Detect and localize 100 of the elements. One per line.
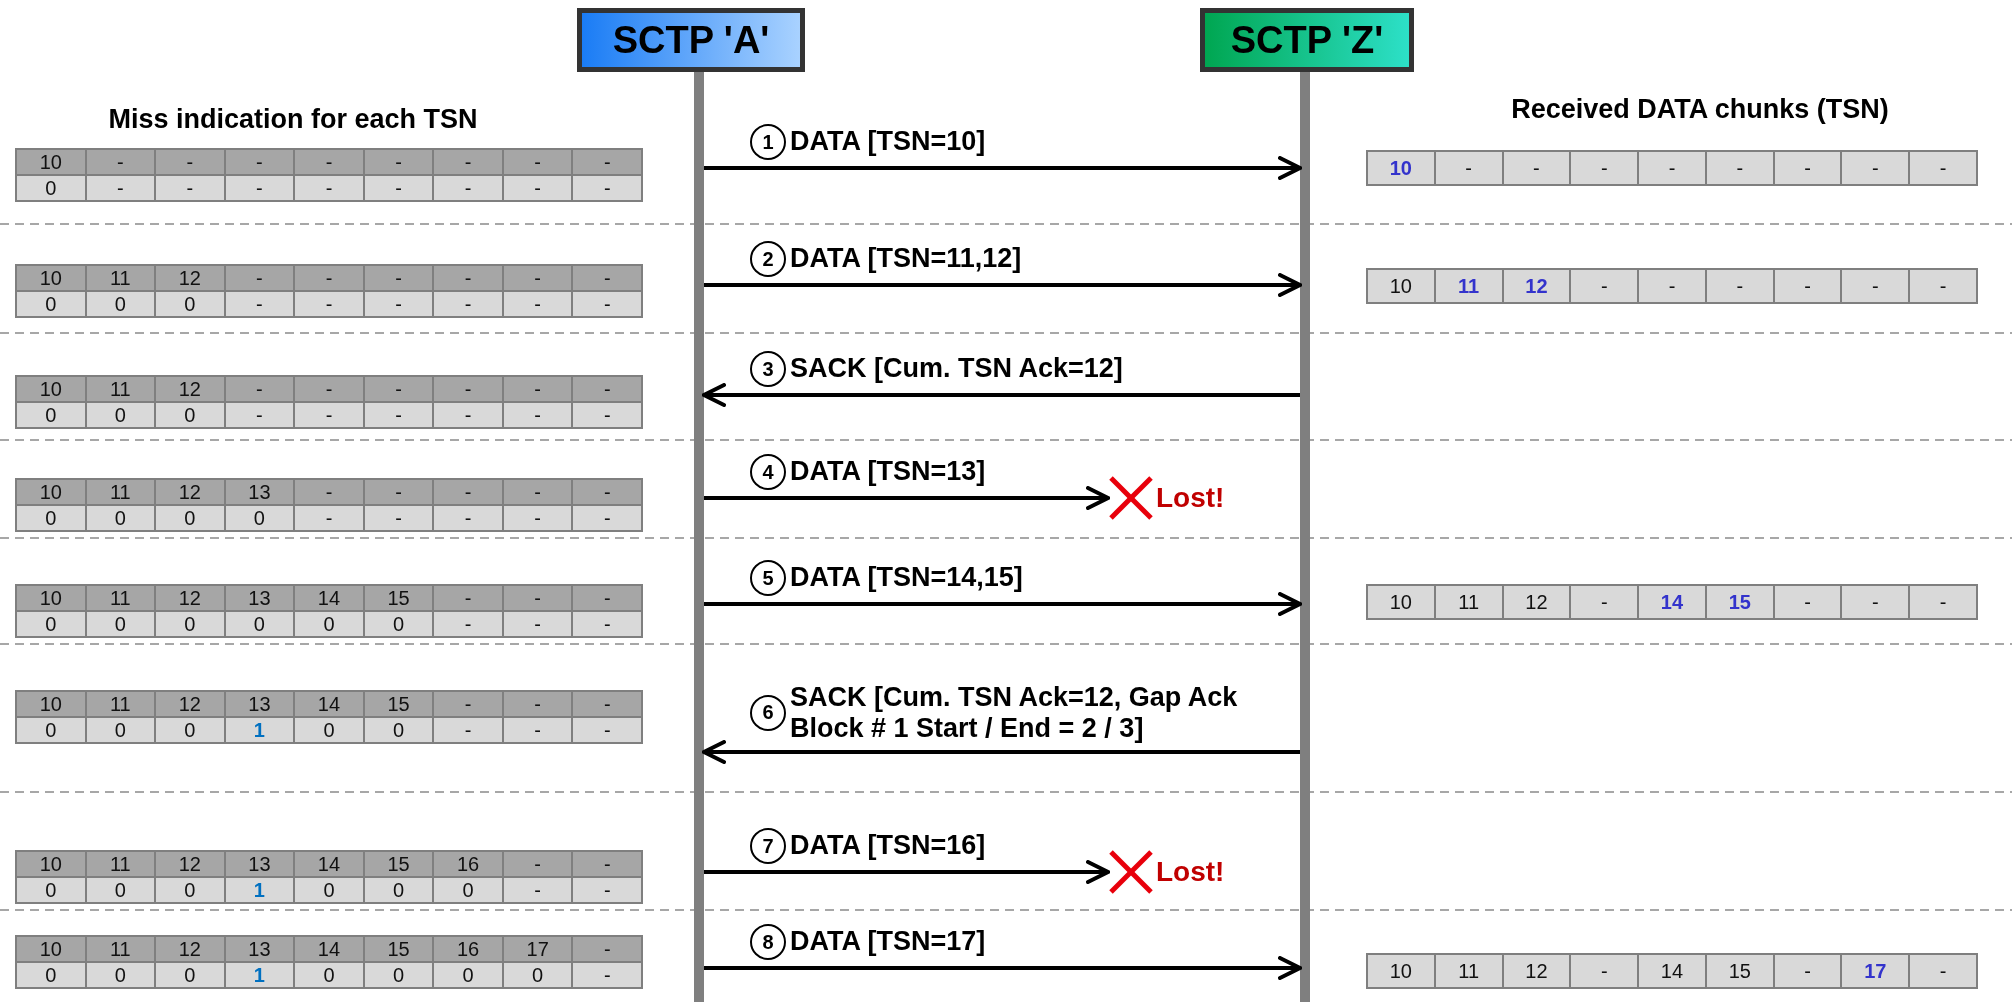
miss-count: - bbox=[571, 290, 643, 318]
miss-count: 0 bbox=[223, 504, 296, 532]
received-tsn: 14 bbox=[1637, 953, 1707, 989]
edge-label: DATA [TSN=14,15] bbox=[790, 562, 1023, 594]
miss-count: 0 bbox=[432, 961, 504, 989]
miss-count: - bbox=[432, 716, 504, 744]
received-tsn: 11 bbox=[1433, 584, 1504, 620]
miss-count: - bbox=[293, 401, 365, 429]
received-tsn: - bbox=[1569, 953, 1640, 989]
miss-count: 0 bbox=[84, 401, 157, 429]
table-title: Received DATA chunks (TSN) bbox=[1511, 94, 1889, 125]
loss-note: Lost! bbox=[1156, 856, 1225, 888]
miss-count: 0 bbox=[362, 716, 435, 744]
miss-count: 0 bbox=[154, 504, 226, 532]
miss-count: 0 bbox=[432, 876, 504, 904]
miss-count: - bbox=[293, 504, 365, 532]
miss-count: 0 bbox=[501, 961, 574, 989]
miss-count: - bbox=[432, 610, 504, 638]
miss-count: 0 bbox=[84, 961, 157, 989]
received-tsn: - bbox=[1840, 584, 1911, 620]
miss-count: 0 bbox=[84, 504, 157, 532]
tsn-number: - bbox=[571, 935, 643, 963]
tsn-number: - bbox=[154, 148, 226, 176]
tsn-number: - bbox=[571, 375, 643, 403]
miss-count: - bbox=[223, 401, 296, 429]
tsn-number: 14 bbox=[293, 584, 365, 612]
received-tsn: 10 bbox=[1366, 953, 1436, 989]
tsn-number: 10 bbox=[15, 148, 87, 176]
entity-header: SCTP 'Z' bbox=[1200, 8, 1414, 72]
arrow bbox=[704, 486, 1110, 510]
miss-count: 0 bbox=[15, 290, 87, 318]
miss-count: 0 bbox=[154, 610, 226, 638]
received-tsn: - bbox=[1908, 953, 1978, 989]
miss-count: - bbox=[223, 290, 296, 318]
received-tsn: - bbox=[1433, 150, 1504, 186]
tsn-number: - bbox=[293, 148, 365, 176]
arrow bbox=[704, 592, 1302, 616]
step-number: 6 bbox=[750, 694, 786, 731]
miss-count: 0 bbox=[154, 290, 226, 318]
arrow bbox=[702, 740, 1300, 764]
miss-count: - bbox=[223, 174, 296, 202]
miss-count: 0 bbox=[362, 876, 435, 904]
step-number: 3 bbox=[750, 351, 786, 387]
tsn-number: 12 bbox=[154, 264, 226, 292]
received-tsn: - bbox=[1569, 584, 1640, 620]
miss-count: - bbox=[571, 174, 643, 202]
received-tsn: - bbox=[1637, 150, 1707, 186]
edge-label: SACK [Cum. TSN Ack=12] bbox=[790, 353, 1123, 385]
miss-count: - bbox=[362, 290, 435, 318]
tsn-number: - bbox=[571, 478, 643, 506]
miss-count: - bbox=[84, 174, 157, 202]
received-tsn: 10 bbox=[1366, 150, 1436, 186]
miss-count: - bbox=[571, 610, 643, 638]
tsn-number: 12 bbox=[154, 935, 226, 963]
miss-count: - bbox=[432, 174, 504, 202]
miss-count: - bbox=[501, 504, 574, 532]
miss-count: 1 bbox=[223, 961, 296, 989]
table-title: Miss indication for each TSN bbox=[108, 104, 478, 135]
received-tsn: - bbox=[1772, 268, 1843, 304]
miss-count: - bbox=[362, 174, 435, 202]
received-tsn: 12 bbox=[1501, 584, 1572, 620]
miss-count: 0 bbox=[293, 961, 365, 989]
miss-count: 0 bbox=[154, 876, 226, 904]
received-tsn: - bbox=[1772, 150, 1843, 186]
miss-count: - bbox=[501, 401, 574, 429]
tsn-number: - bbox=[432, 264, 504, 292]
miss-count: - bbox=[571, 401, 643, 429]
received-tsn: 11 bbox=[1433, 268, 1504, 304]
received-tsn: 17 bbox=[1840, 953, 1911, 989]
tsn-number: 14 bbox=[293, 935, 365, 963]
received-tsn: - bbox=[1908, 584, 1978, 620]
miss-count: - bbox=[571, 961, 643, 989]
arrow bbox=[704, 156, 1302, 180]
miss-count: - bbox=[362, 504, 435, 532]
tsn-number: - bbox=[432, 584, 504, 612]
received-tsn: - bbox=[1772, 953, 1843, 989]
tsn-number: 10 bbox=[15, 690, 87, 718]
received-tsn: - bbox=[1569, 150, 1640, 186]
miss-count: - bbox=[501, 174, 574, 202]
arrow bbox=[702, 383, 1300, 407]
miss-count: 0 bbox=[293, 610, 365, 638]
edge-label: DATA [TSN=16] bbox=[790, 830, 986, 862]
tsn-number: 10 bbox=[15, 935, 87, 963]
arrow bbox=[704, 860, 1110, 884]
miss-count: - bbox=[432, 401, 504, 429]
miss-count: 0 bbox=[15, 961, 87, 989]
tsn-number: 10 bbox=[15, 850, 87, 878]
received-tsn: - bbox=[1908, 150, 1978, 186]
received-tsn: - bbox=[1637, 268, 1707, 304]
tsn-number: - bbox=[571, 264, 643, 292]
received-tsn: 12 bbox=[1501, 268, 1572, 304]
received-tsn: - bbox=[1501, 150, 1572, 186]
received-tsn: - bbox=[1569, 268, 1640, 304]
received-tsn: - bbox=[1704, 150, 1775, 186]
miss-count: - bbox=[432, 504, 504, 532]
tsn-number: - bbox=[432, 148, 504, 176]
received-tsn: 15 bbox=[1704, 584, 1775, 620]
miss-count: 0 bbox=[154, 716, 226, 744]
tsn-number: 12 bbox=[154, 584, 226, 612]
miss-count: 1 bbox=[223, 876, 296, 904]
